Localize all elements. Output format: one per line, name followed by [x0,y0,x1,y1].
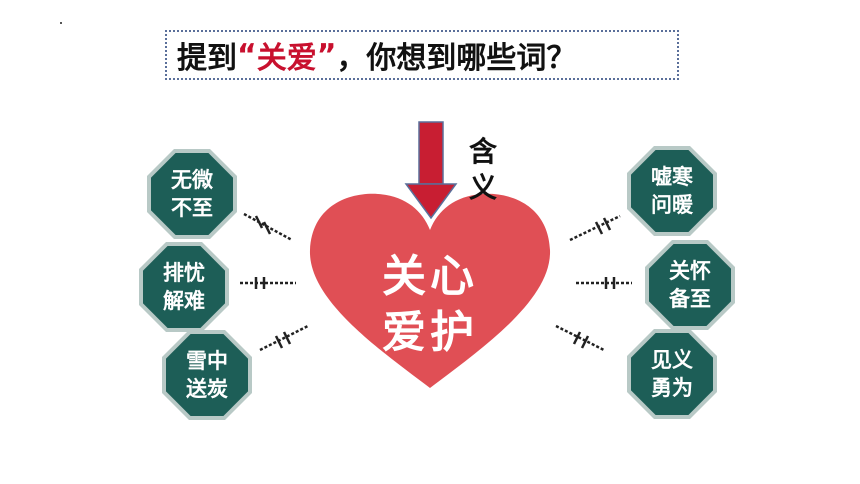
term-line: 不至 [171,196,213,220]
term-line: 解难 [163,289,205,313]
term-line: 关怀 [669,259,711,283]
connector-right-1 [569,214,621,242]
term-octagon-right-3: 见义 勇为 [631,333,713,415]
term-octagon-right-1: 嘘寒 问暖 [631,150,713,232]
term-octagon-left-3: 雪中 送炭 [166,334,248,416]
title-close-quote: ” [316,37,337,73]
connector-left-3 [259,324,309,352]
meaning-label: 含 义 [466,134,500,206]
connector-right-2 [576,277,632,289]
term-line: 备至 [669,287,711,311]
stray-dot [60,22,62,24]
term-octagon-left-1: 无微 不至 [151,153,233,235]
term-line: 排忧 [163,261,205,285]
term-line: 见义 [651,348,693,372]
center-line-1: 关心 [382,251,478,302]
term-line: 雪中 [186,349,228,373]
center-line-2: 爱护 [382,307,478,358]
down-arrow-icon [404,121,458,220]
term-line: 嘘寒 [651,165,693,189]
term-octagon-left-2: 排忧 解难 [143,246,225,328]
meaning-char-1: 含 [468,135,497,168]
connector-left-2 [240,277,296,289]
title-prefix: 提到 [177,41,237,76]
title-suffix: ，你想到哪些词？ [336,41,577,76]
connector-left-1 [243,212,293,242]
term-octagon-right-2: 关怀 备至 [649,244,731,326]
term-line: 勇为 [651,376,693,400]
connector-right-3 [555,324,605,352]
term-line: 送炭 [186,377,228,401]
term-line: 问暖 [651,193,693,217]
meaning-char-2: 义 [468,171,497,204]
title-box: 提到 “ 关爱 ” ，你想到哪些词？ [165,30,679,80]
title-highlight: 关爱 [256,41,317,76]
title-open-quote: “ [237,37,257,73]
heart-shape [309,193,551,388]
term-line: 无微 [171,168,213,192]
